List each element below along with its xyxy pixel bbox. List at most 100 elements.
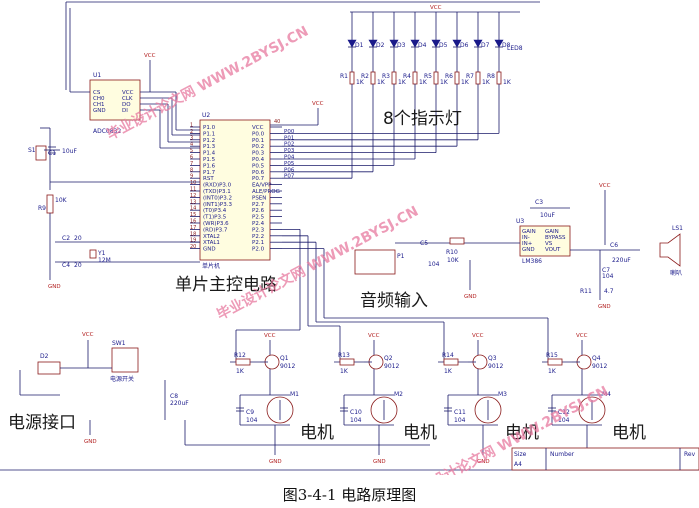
svg-text:R10: R10 <box>446 249 458 256</box>
transistor-type-4: 9012 <box>592 363 607 370</box>
label-motor-2: 电机 <box>403 423 437 443</box>
mcu-pin-left-10: (RXD)P3.0 <box>203 183 232 189</box>
resistor-ref-5: R5 <box>424 73 432 80</box>
resistor-ref-1: R1 <box>340 73 348 80</box>
mcu-pin-left-15: (T1)P3.5 <box>203 215 227 221</box>
power-switch-sw1 <box>111 347 139 373</box>
power-jack-d2 <box>37 361 61 375</box>
mcu-pinnum-left-19: 19 <box>190 238 196 244</box>
transistor-ref-1: Q1 <box>280 355 289 362</box>
p0-net-3: P03 <box>284 148 295 154</box>
u1-adc-body <box>89 79 141 121</box>
mcu-pin-left-7: P1.6 <box>203 163 216 169</box>
mcu-pin-right-3: P0.1 <box>252 138 264 144</box>
mcu-pin-left-5: P1.4 <box>203 151 216 157</box>
u1-pin-right-4: DI <box>122 108 128 114</box>
u3-pin-left-1: GAIN <box>522 229 536 235</box>
mcu-pins: P1.01P1.12P1.23P1.34P1.45P1.56P1.67P1.78… <box>190 123 282 253</box>
driver-r-ref-2: R13 <box>338 352 350 359</box>
switch-s1 <box>35 145 47 161</box>
transistor-type-2: 9012 <box>384 363 399 370</box>
motor-ref-1: M1 <box>290 391 299 398</box>
r9 <box>46 194 54 214</box>
u3-pin-left-2: IN- <box>522 235 530 241</box>
resistor-led-7 <box>475 71 481 85</box>
mcu-pin-right-13: P2.7 <box>252 202 265 208</box>
svg-text:220uF: 220uF <box>612 257 631 264</box>
mcu-pin-right-12: PSEN <box>252 195 266 201</box>
u1-pin-left-4: GND <box>93 108 106 114</box>
label-power-jack: 电源接口 <box>8 413 76 433</box>
resistor-value-2: 1K <box>377 79 386 86</box>
u1-pin-right-3: DO <box>122 102 131 108</box>
u3-amp-body <box>519 225 571 257</box>
mcu-pin-left-9: RST <box>203 176 214 182</box>
svg-text:Number: Number <box>550 451 575 458</box>
resistor-led-3 <box>391 71 397 85</box>
svg-text:D2: D2 <box>40 353 49 360</box>
svg-text:GND: GND <box>84 439 97 445</box>
svg-text:C5: C5 <box>420 240 428 247</box>
resistor-value-6: 1K <box>461 79 470 86</box>
svg-text:104: 104 <box>602 273 614 280</box>
svg-text:Size: Size <box>514 451 527 458</box>
svg-text:C2: C2 <box>62 235 70 242</box>
led-8 <box>494 39 504 48</box>
p0-net-0: P00 <box>284 129 295 135</box>
motor-cap-val-3: 104 <box>454 417 466 424</box>
motor-ref-4: M4 <box>602 391 611 398</box>
u3-pin-right-2: BYPASS <box>545 235 566 241</box>
svg-text:10K: 10K <box>447 257 460 264</box>
svg-text:VCC: VCC <box>82 332 94 338</box>
driver-resistor-3 <box>443 358 459 366</box>
led-ref-2: D2 <box>376 42 385 49</box>
led-7 <box>473 39 483 48</box>
mcu-pin-right-18: P2.2 <box>252 234 264 240</box>
label-motor-1: 电机 <box>300 423 334 443</box>
svg-text:C6: C6 <box>610 242 618 249</box>
mcu-pinnum-left-9: 9 <box>190 174 193 180</box>
svg-text:喇叭: 喇叭 <box>670 269 682 277</box>
label-audio-input: 音频输入 <box>360 291 428 311</box>
svg-text:VCC: VCC <box>599 183 611 189</box>
driver-r-val-4: 1K <box>548 368 557 375</box>
led-4 <box>410 39 420 48</box>
transistor-ref-2: Q2 <box>384 355 393 362</box>
led-ref-5: D5 <box>439 42 448 49</box>
driver-r-val-1: 1K <box>236 368 245 375</box>
mcu-pin-right-16: P2.4 <box>252 221 265 227</box>
led-ref-6: D6 <box>460 42 469 49</box>
led-5 <box>431 39 441 48</box>
svg-text:A4: A4 <box>514 461 522 468</box>
mcu-pin-right-5: P0.3 <box>252 151 265 157</box>
mcu-pinnum-left-1: 1 <box>190 123 193 129</box>
driver-r-ref-1: R12 <box>234 352 246 359</box>
mcu-pin-right-14: P2.6 <box>252 208 265 214</box>
resistor-led-6 <box>454 71 460 85</box>
svg-text:20: 20 <box>74 262 82 269</box>
mcu-pin-right-9: P0.7 <box>252 176 265 182</box>
svg-text:GND: GND <box>48 284 61 290</box>
transistor-type-3: 9012 <box>488 363 503 370</box>
u3-pin-right-1: GAIN <box>545 229 559 235</box>
mcu-pin-left-19: XTAL1 <box>203 240 220 246</box>
mcu-pinnum-left-2: 2 <box>190 129 193 135</box>
motor-gnd-3: GND <box>477 459 490 465</box>
mcu-pinnum-left-7: 7 <box>190 161 193 167</box>
driver-resistor-1 <box>235 358 251 366</box>
motor-gnd-2: GND <box>373 459 386 465</box>
mcu-pin-left-6: P1.5 <box>203 157 216 163</box>
driver-r-ref-3: R14 <box>442 352 454 359</box>
p0-net-5: P05 <box>284 161 295 167</box>
resistor-value-4: 1K <box>419 79 428 86</box>
svg-text:C3: C3 <box>535 199 543 206</box>
u3-pin-right-3: VS <box>545 241 553 247</box>
svg-text:VCC: VCC <box>576 333 588 339</box>
mcu-pin-left-1: P1.0 <box>203 125 216 131</box>
mcu-pinnum-left-11: 11 <box>190 187 196 193</box>
p0-net-4: P04 <box>284 155 295 161</box>
mcu-pinnum-left-3: 3 <box>190 135 193 141</box>
mcu-pin-left-11: (TXD)P3.1 <box>203 189 231 195</box>
mcu-pin-40: 40 <box>274 119 280 125</box>
